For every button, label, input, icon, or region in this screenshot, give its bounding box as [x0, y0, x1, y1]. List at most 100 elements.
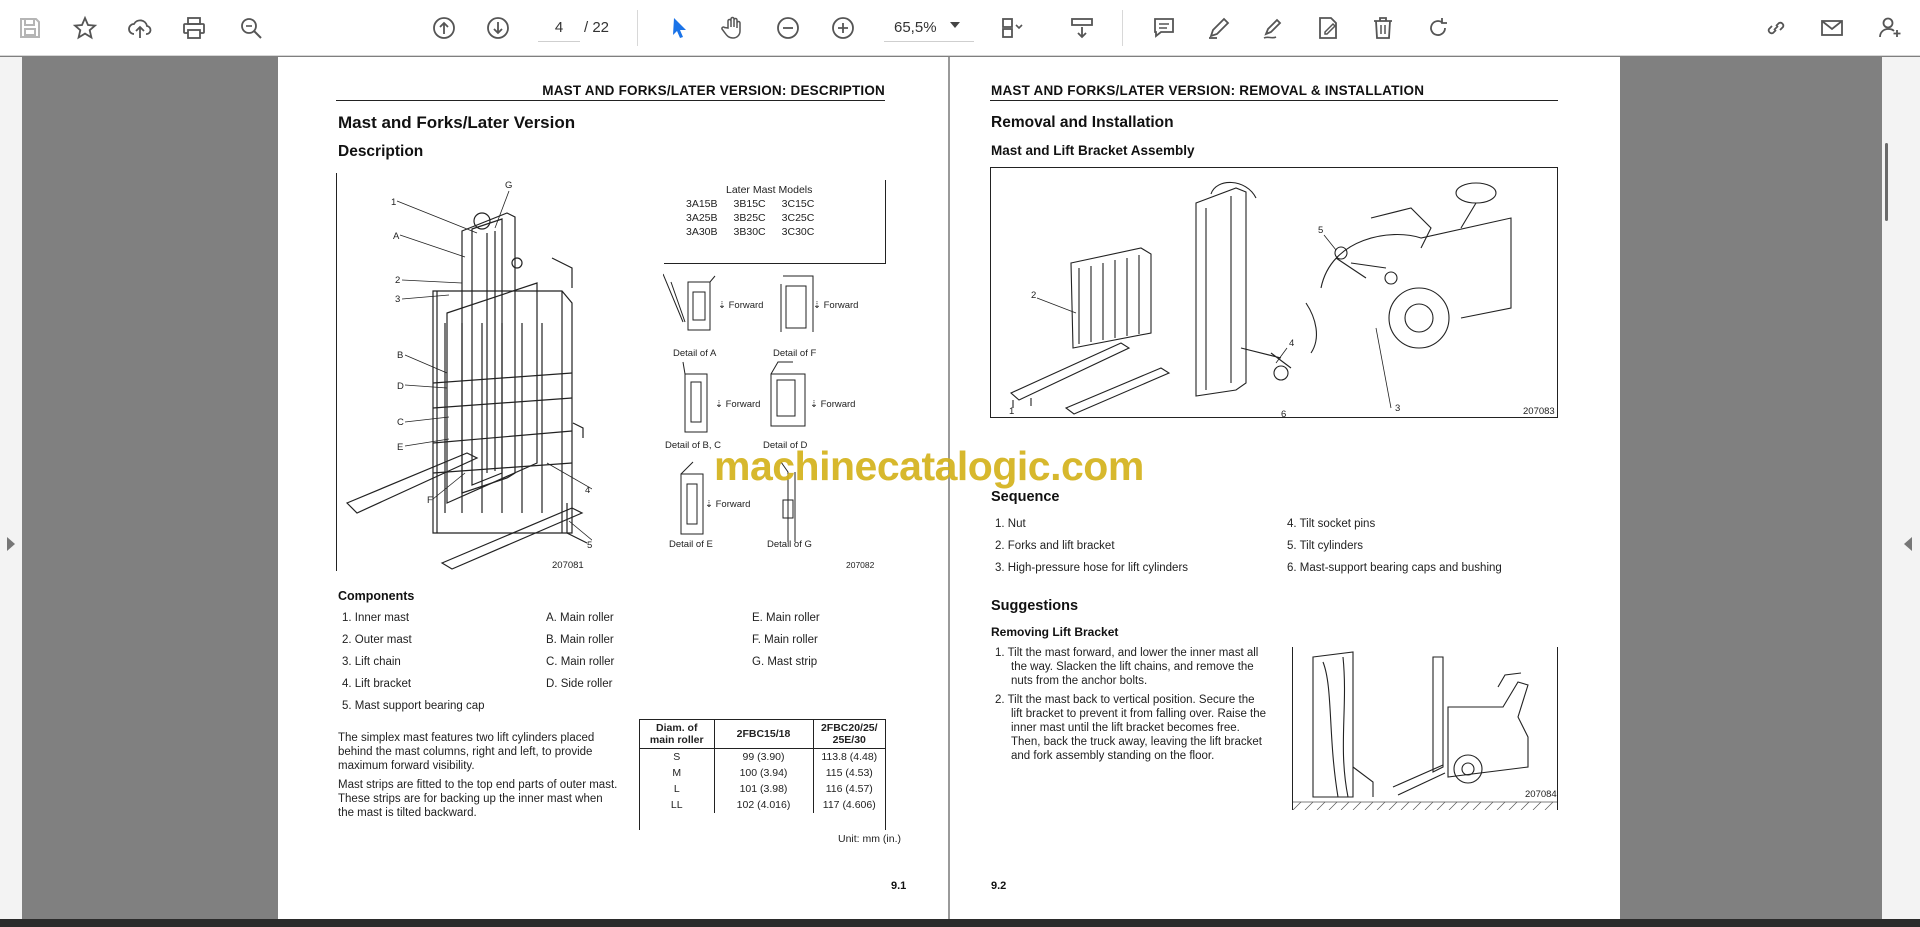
model-cell: 3B15C — [733, 198, 766, 210]
sequence-item: 5. Tilt cylinders — [1287, 540, 1364, 552]
callout-F: F — [427, 495, 433, 506]
callout-E: E — [397, 442, 403, 453]
sequence-item: 2. Forks and lift bracket — [995, 540, 1115, 552]
page-number: 9.2 — [991, 880, 1007, 892]
component-item: 5. Mast support bearing cap — [342, 700, 485, 712]
page-gutter — [948, 57, 950, 919]
left-panel-toggle[interactable] — [0, 57, 22, 919]
sequence-item: 4. Tilt socket pins — [1287, 518, 1376, 530]
component-item: D. Side roller — [546, 678, 613, 690]
page-number: 9.1 — [891, 880, 907, 892]
instruction-step: 2. Tilt the mast back to vertical positi… — [995, 694, 1267, 762]
running-head: MAST AND FORKS/LATER VERSION: REMOVAL & … — [991, 83, 1425, 98]
component-item: E. Main roller — [752, 612, 820, 624]
callout-B: B — [397, 350, 403, 361]
highlight-pen-icon[interactable] — [1203, 12, 1235, 44]
rotate-icon[interactable] — [1422, 12, 1454, 44]
watermark-text: machinecatalogic.com — [714, 443, 1144, 489]
status-bar — [0, 919, 1920, 927]
forward-label-A: ⇣ Forward — [718, 300, 763, 311]
pdf-page-right: MAST AND FORKS/LATER VERSION: REMOVAL & … — [950, 57, 1620, 919]
upload-cloud-icon[interactable] — [124, 12, 156, 44]
detail-label: Detail of F — [773, 348, 816, 359]
forward-label-D: ⇣ Forward — [810, 399, 855, 410]
component-item: C. Main roller — [546, 656, 615, 668]
right-panel-toggle[interactable] — [1882, 57, 1920, 919]
unit-note: Unit: mm (in.) — [838, 833, 901, 845]
mast-assembly-figure: 2 5 1 4 6 3 207083 — [990, 167, 1558, 420]
chevron-down-icon[interactable] — [950, 22, 960, 28]
email-icon[interactable] — [1816, 12, 1848, 44]
figure-number: 207081 — [552, 560, 584, 571]
section-subtitle: Mast and Lift Bracket Assembly — [991, 143, 1195, 158]
callout-2: 2 — [1031, 290, 1036, 301]
bookmark-star-icon[interactable] — [69, 12, 101, 44]
component-item: A. Main roller — [546, 612, 614, 624]
spec-header: 2FBC15/18 — [714, 720, 814, 749]
page-title: Mast and Forks/Later Version — [338, 113, 576, 132]
expand-right-panel-icon[interactable] — [1904, 537, 1912, 551]
component-item: 2. Outer mast — [342, 634, 412, 646]
pdf-page-left: MAST AND FORKS/LATER VERSION: DESCRIPTIO… — [278, 57, 948, 919]
forward-label-BC: ⇣ Forward — [715, 399, 760, 410]
print-icon[interactable] — [178, 12, 210, 44]
scroll-mode-icon[interactable] — [1066, 12, 1098, 44]
comment-icon[interactable] — [1148, 12, 1180, 44]
fill-sign-icon[interactable] — [1312, 12, 1344, 44]
sequence-item: 6. Mast-support bearing caps and bushing — [1287, 562, 1502, 574]
callout-1: 1 — [1009, 406, 1014, 417]
page-up-icon[interactable] — [428, 12, 460, 44]
component-item: 3. Lift chain — [342, 656, 401, 668]
add-user-icon[interactable] — [1874, 12, 1906, 44]
section-heading: Description — [338, 143, 424, 160]
zoom-search-icon[interactable] — [235, 12, 267, 44]
page-number-input[interactable]: 4 — [538, 14, 580, 42]
pdf-toolbar: 4 / 22 65,5% — [0, 0, 1920, 56]
callout-6: 6 — [1281, 409, 1286, 417]
callout-G: G — [505, 180, 512, 191]
running-head: MAST AND FORKS/LATER VERSION: DESCRIPTIO… — [542, 83, 885, 98]
roller-details-figure: ⇣ Forward ⇣ Forward ⇣ Forward ⇣ Forward … — [663, 273, 875, 570]
callout-1: 1 — [391, 197, 396, 208]
mast-figure: 1 G A 2 3 B D C E F 4 5 207081 — [336, 173, 600, 571]
expand-left-panel-icon[interactable] — [7, 537, 15, 551]
callout-D: D — [397, 381, 404, 392]
page-count: / 22 — [584, 19, 610, 36]
save-icon[interactable] — [14, 12, 46, 44]
delete-icon[interactable] — [1367, 12, 1399, 44]
hand-icon[interactable] — [717, 12, 749, 44]
zoom-out-icon[interactable] — [772, 12, 804, 44]
instruction-step: 1. Tilt the mast forward, and lower the … — [995, 647, 1259, 687]
component-item: B. Main roller — [546, 634, 614, 646]
callout-5: 5 — [1318, 225, 1323, 236]
header-rule — [336, 100, 885, 101]
figure-number: 207083 — [1523, 406, 1555, 417]
figure-number: 207084 — [1525, 789, 1557, 800]
forward-label-E: ⇣ Forward — [705, 499, 750, 510]
page-fit-icon[interactable] — [996, 12, 1028, 44]
callout-4: 4 — [585, 485, 590, 496]
component-item: 4. Lift bracket — [342, 678, 412, 690]
description-paragraph: Mast strips are fitted to the top end pa… — [338, 779, 618, 819]
spec-header: 2FBC20/25/ 25E/30 — [813, 720, 885, 749]
forward-label-F: ⇣ Forward — [813, 300, 858, 311]
lift-bracket-figure: 207084 — [1292, 647, 1558, 811]
sequence-heading: Sequence — [991, 489, 1060, 505]
roller-spec-table: Diam. of main roller 2FBC15/18 2FBC20/25… — [640, 720, 885, 813]
zoom-level-select[interactable]: 65,5% — [884, 14, 974, 42]
callout-2: 2 — [395, 275, 400, 286]
lift-bracket-illustration: 207084 — [1292, 651, 1557, 811]
assembly-illustration: 2 5 1 4 6 3 207083 — [1009, 181, 1555, 420]
select-cursor-icon[interactable] — [664, 12, 696, 44]
draw-icon[interactable] — [1257, 12, 1289, 44]
share-link-icon[interactable] — [1760, 12, 1792, 44]
callout-C: C — [397, 417, 404, 428]
vertical-scrollbar-thumb[interactable] — [1885, 143, 1888, 221]
model-cell: 3C25C — [781, 212, 815, 224]
component-item: G. Mast strip — [752, 656, 818, 668]
zoom-in-icon[interactable] — [827, 12, 859, 44]
page-down-icon[interactable] — [482, 12, 514, 44]
spec-table-frame — [639, 719, 886, 830]
model-cell: 3B25C — [733, 212, 766, 224]
header-rule — [990, 100, 1558, 101]
